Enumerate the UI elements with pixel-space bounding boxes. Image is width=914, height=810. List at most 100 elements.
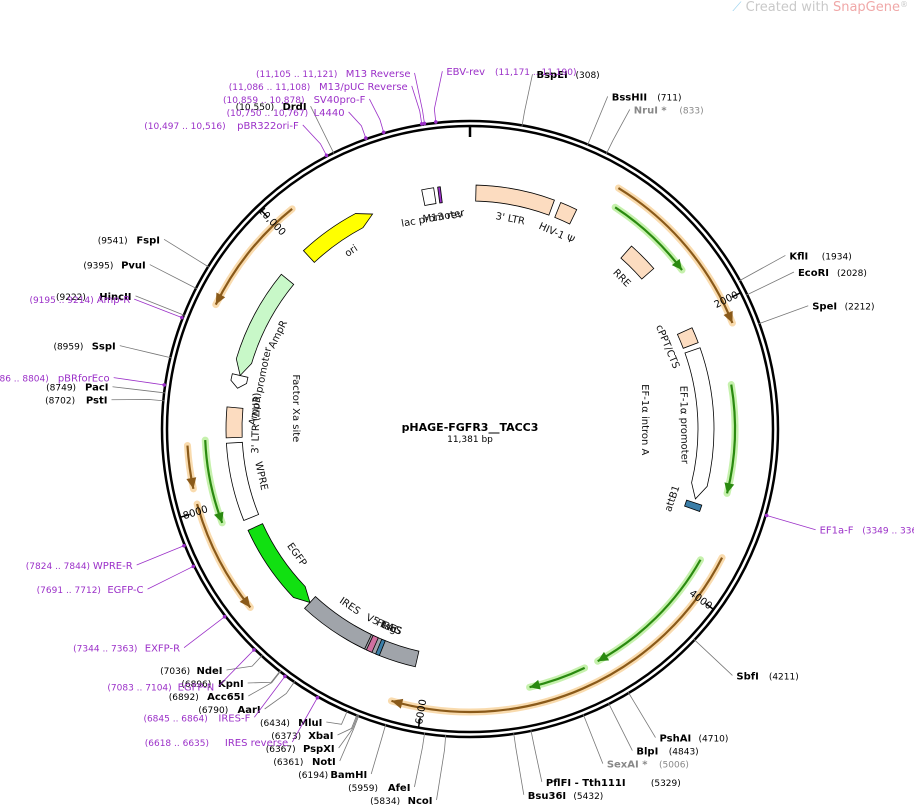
site-drdi[interactable]: DrdI(10,550) — [236, 102, 335, 154]
orf-inner-3 — [526, 664, 589, 691]
tick-mark-6000 — [417, 717, 421, 728]
feature-egfp-10[interactable]: EGFP — [247, 523, 311, 604]
primer-ires-reverse[interactable]: IRES reverse(6618 .. 6635) — [145, 695, 320, 749]
site-psti[interactable]: PstI(8702) — [45, 396, 165, 407]
site-position: (6373) — [271, 732, 301, 742]
feature-3-ltr-u3-12[interactable]: 3' LTR (ΔU3) — [225, 392, 263, 454]
primer-name: EGFP-C — [107, 585, 143, 596]
primer-ebv-rev[interactable]: EBV-rev (11,171 .. 11,190) — [433, 67, 577, 124]
feature-ef-1-promoter-4[interactable]: EF-1α promoter — [677, 347, 715, 500]
orf-inner-0 — [611, 203, 686, 274]
primer-name: EBV-rev — [446, 67, 485, 78]
site-position: (8959) — [53, 343, 83, 353]
site-mlui[interactable]: MluI(6434) — [260, 710, 348, 729]
orf-outer-4 — [212, 205, 296, 309]
site-bsu36i[interactable]: Bsu36I(5432) — [513, 732, 604, 802]
primer-pbrforeco[interactable]: pBRforEco(8786 .. 8804) — [0, 374, 167, 387]
site-name: BspEI — [536, 70, 567, 81]
site-position: (5006) — [659, 761, 689, 771]
site-name: FspI — [136, 235, 160, 246]
site-ncoi[interactable]: NcoI(5834) — [370, 735, 447, 807]
site-position: (6896) — [181, 680, 211, 690]
primer-ires-f[interactable]: IRES-F(6845 .. 6864) — [143, 674, 287, 725]
orf-outer-2 — [193, 500, 254, 611]
primer-name: M13/pUC Reverse — [319, 82, 408, 93]
site-sbfi[interactable]: SbfI(4211) — [693, 638, 799, 682]
primer-sv40pro-f[interactable]: SV40pro-F(10,859 .. 10,878) — [223, 95, 386, 135]
site-pflfi-tth111i[interactable]: PflFI - Tth111I(5329) — [530, 729, 681, 789]
site-paci[interactable]: PacI(8749) — [46, 383, 166, 394]
site-name: PvuI — [121, 261, 146, 272]
primer-egfp-c[interactable]: EGFP-C (7691 .. 7712) — [37, 564, 196, 596]
primer-position: (7691 .. 7712) — [37, 586, 101, 596]
feature-label: AmpR — [267, 319, 290, 351]
primer-position: (3349 .. 3369) — [862, 527, 914, 537]
site-afei[interactable]: AfeI(5959) — [348, 732, 426, 794]
tick-mark-8000 — [179, 513, 190, 519]
primer-m13-puc-reverse[interactable]: M13/pUC Reverse(11,086 .. 11,108) — [229, 82, 424, 126]
primer-position: (10,750 .. 10,767) — [227, 109, 308, 119]
orf-inner-4 — [201, 436, 226, 527]
site-noti[interactable]: NotI(6361) — [273, 715, 360, 768]
primer-ef1a-f[interactable]: EF1a-F (3349 .. 3369) — [764, 513, 914, 537]
site-name: KflI — [789, 251, 808, 262]
primer-exfp-r[interactable]: EXFP-R(7344 .. 7363) — [73, 614, 227, 655]
site-nrui[interactable]: NruI *(833) — [605, 105, 704, 155]
site-position: (5432) — [573, 792, 603, 802]
site-name: BlpI — [636, 747, 658, 758]
feature-label: EF-1α promoter — [677, 386, 690, 465]
primer-position: (11,105 .. 11,121) — [256, 70, 337, 80]
primer-wpre-r[interactable]: WPRE-R(7824 .. 7844) — [26, 543, 186, 572]
site-position: (8702) — [45, 397, 75, 407]
site-kpni[interactable]: KpnI(6896) — [181, 670, 281, 690]
feature-label: attB1 — [663, 484, 682, 513]
site-sspi[interactable]: SspI (8959) — [53, 342, 172, 359]
site-bamhi[interactable]: BamHI(6194) — [298, 724, 387, 781]
site-pshai[interactable]: PshAI(4710) — [627, 691, 728, 745]
site-name: AarI — [238, 705, 261, 716]
primer-egfp-n[interactable]: EGFP-N(7083 .. 7104) — [107, 648, 256, 693]
feature-rre-2[interactable]: RRE — [610, 245, 655, 289]
site-spei[interactable]: SpeI(2212) — [758, 302, 875, 325]
primer-position: (10,859 .. 10,878) — [223, 96, 304, 106]
site-bsshii[interactable]: BssHII(711) — [587, 92, 682, 146]
site-aari[interactable]: AarI(6790) — [198, 680, 296, 716]
site-kfli[interactable]: KflI(1934) — [738, 251, 852, 282]
site-bspei[interactable]: BspEI (308) — [521, 70, 600, 127]
primer-name: EXFP-R — [145, 644, 180, 655]
site-name: HincII — [99, 292, 131, 303]
site-position: (5959) — [348, 784, 378, 794]
site-sexai[interactable]: SexAI *(5006) — [582, 714, 689, 771]
site-position: (6367) — [266, 745, 296, 755]
primer-m13-reverse[interactable]: M13 Reverse(11,105 .. 11,121) — [256, 69, 427, 126]
site-ndei[interactable]: NdeI(7036) — [160, 654, 263, 677]
site-position: (6434) — [260, 719, 290, 729]
feature-wpre-11[interactable]: WPRE — [225, 441, 269, 521]
feature-label: ori — [343, 243, 360, 259]
site-xbai[interactable]: XbaI(6373) — [271, 714, 358, 742]
site-pspxi[interactable]: PspXI(6367) — [266, 714, 359, 755]
site-blpi[interactable]: BlpI(4843) — [608, 702, 699, 758]
tick-label-6000: 6000 — [414, 698, 429, 725]
primer-amp-r[interactable]: Amp-R(9195 .. 9214) — [29, 295, 184, 320]
site-name: PacI — [85, 383, 108, 394]
feature-m13-rev-17[interactable]: M13 rev — [422, 186, 464, 225]
feature-ires-9[interactable]: IRES — [304, 596, 372, 650]
primer-pbr322ori-f[interactable]: pBR322ori-F(10,497 .. 10,516) — [144, 121, 329, 158]
primer-position: (11,171 .. 11,190) — [495, 68, 576, 78]
feature-label: RRE — [610, 267, 632, 289]
primer-name: EF1a-F — [820, 526, 854, 537]
site-pvui[interactable]: PvuI(9395) — [83, 261, 198, 290]
site-position: (2212) — [845, 303, 875, 313]
site-fspi[interactable]: FspI(9541) — [98, 235, 210, 268]
primer-name: IRES-F — [218, 713, 250, 724]
site-acc65i[interactable]: Acc65I(6892) — [169, 670, 282, 703]
feature-3-ltr-0[interactable]: 3' LTR — [475, 184, 555, 227]
site-name: SspI — [92, 342, 116, 353]
feature-ori-15[interactable]: ori — [302, 213, 374, 263]
site-position: (308) — [575, 71, 599, 81]
site-position: (6892) — [169, 693, 199, 703]
primer-l4440[interactable]: L4440(10,750 .. 10,767) — [227, 108, 368, 141]
site-hincii[interactable]: HincII(9222) — [56, 292, 185, 316]
site-ecori[interactable]: EcoRI(2028) — [746, 268, 867, 296]
